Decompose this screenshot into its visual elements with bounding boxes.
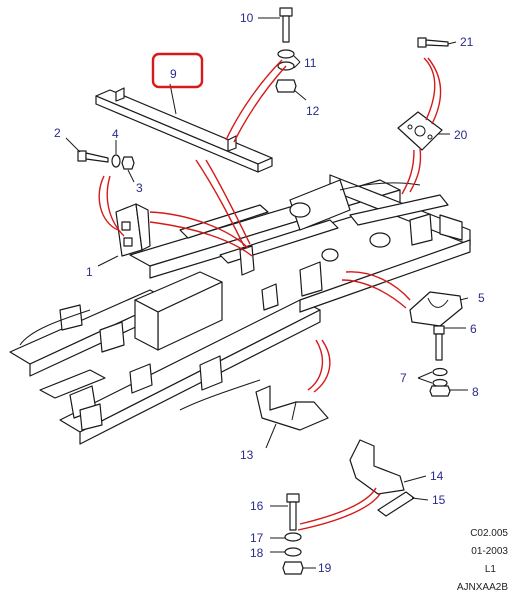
callout-numbers: 1 2 3 4 5 6 7 8 9 10 11 12 13 14 15 16 1… bbox=[54, 11, 485, 575]
part-17-washer bbox=[284, 532, 302, 542]
part-20-plate bbox=[397, 111, 443, 151]
callout-2: 2 bbox=[54, 126, 61, 140]
part-1-mounting-bracket bbox=[115, 203, 151, 257]
part-13-bracket bbox=[255, 385, 329, 431]
part-5-clamp bbox=[409, 291, 463, 327]
callout-7: 7 bbox=[400, 371, 407, 385]
callout-13: 13 bbox=[240, 448, 254, 462]
callout-5: 5 bbox=[478, 291, 485, 305]
callout-1: 1 bbox=[86, 265, 93, 279]
callout-6: 6 bbox=[470, 322, 477, 336]
part-18-washer bbox=[284, 547, 302, 557]
assembly-flow-lines bbox=[98, 57, 442, 531]
part-10-bolt bbox=[279, 7, 293, 43]
callout-11: 11 bbox=[304, 56, 317, 70]
part-12-nut bbox=[275, 79, 297, 93]
part-14-bracket bbox=[349, 439, 405, 495]
part-7-washers bbox=[432, 367, 448, 388]
callout-21: 21 bbox=[460, 35, 474, 49]
part-15-strap bbox=[377, 491, 415, 517]
chassis-frame bbox=[9, 174, 471, 445]
footer-reference: AJNXAA2B bbox=[456, 582, 508, 593]
part-16-bolt bbox=[286, 493, 300, 531]
footer-figure-code: C02.005 bbox=[470, 528, 508, 539]
callout-17: 17 bbox=[250, 531, 264, 545]
leader-lines bbox=[65, 17, 469, 569]
callout-16: 16 bbox=[250, 499, 264, 513]
part-2-bolt bbox=[77, 150, 109, 163]
part-6-bolt bbox=[433, 325, 445, 361]
callout-15: 15 bbox=[432, 493, 446, 507]
callout-12: 12 bbox=[306, 104, 320, 118]
callout-3: 3 bbox=[136, 181, 143, 195]
callout-8: 8 bbox=[472, 385, 479, 399]
part-21-screw bbox=[417, 37, 449, 48]
callout-9: 9 bbox=[170, 67, 177, 81]
footer-level: L1 bbox=[484, 564, 496, 575]
callout-14: 14 bbox=[430, 469, 444, 483]
callout-18: 18 bbox=[250, 546, 264, 560]
callout-4: 4 bbox=[112, 127, 119, 141]
footer-date: 01-2003 bbox=[471, 546, 508, 557]
callout-20: 20 bbox=[454, 128, 468, 142]
callout-9-highlight-box bbox=[151, 52, 204, 89]
part-9-crossmember-bar bbox=[95, 87, 273, 173]
part-3-nut bbox=[121, 156, 135, 170]
part-4-washer bbox=[111, 154, 121, 168]
part-8-nut bbox=[429, 385, 451, 397]
callout-10: 10 bbox=[240, 11, 254, 25]
part-19-nut bbox=[282, 561, 304, 575]
callout-19: 19 bbox=[318, 561, 332, 575]
